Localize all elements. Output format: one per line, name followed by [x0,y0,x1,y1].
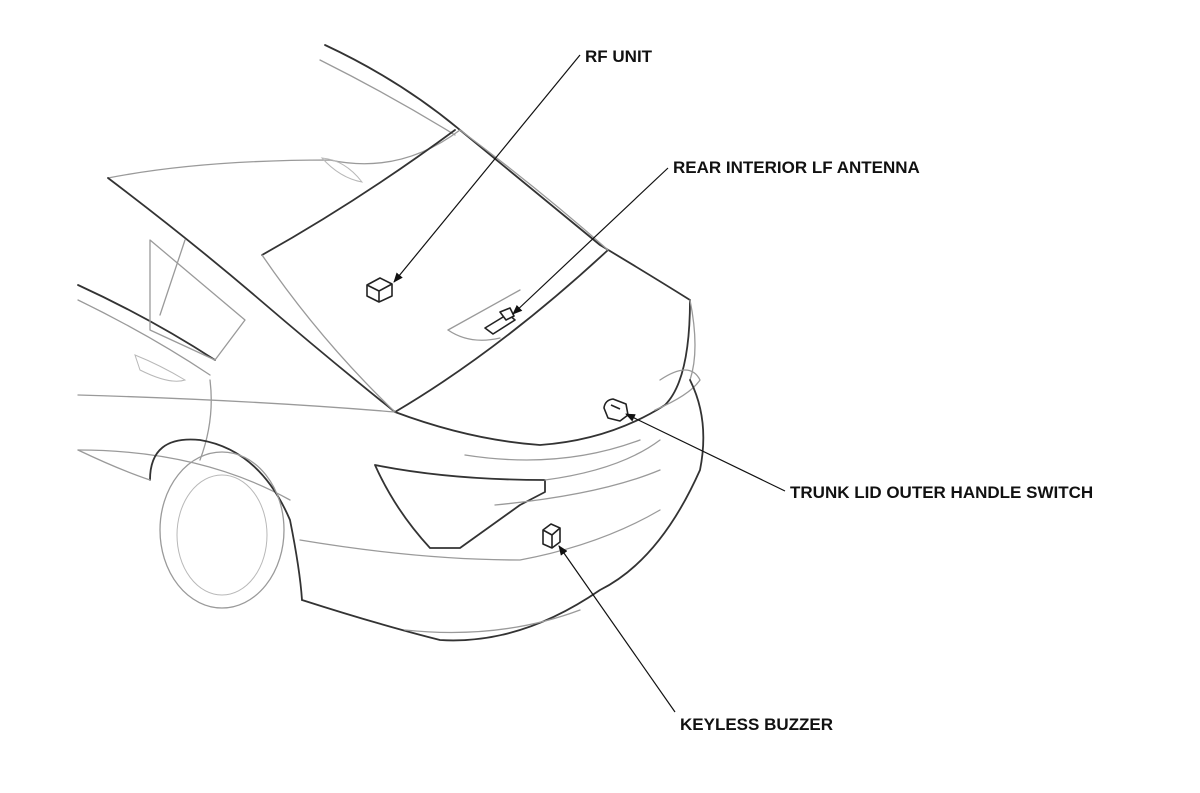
rear-interior-lf-antenna-label: REAR INTERIOR LF ANTENNA [673,158,920,177]
lf-antenna-leader [512,167,669,315]
rear-interior-lf-antenna-part [484,307,516,335]
rf-unit-leader [393,54,581,283]
keyless-buzzer-leader [558,545,676,713]
keyless-buzzer-label: KEYLESS BUZZER [680,715,834,734]
rf-unit-part [366,277,393,303]
rf-unit-label: RF UNIT [585,47,653,66]
trunk-lid-outer-handle-switch-label: TRUNK LID OUTER HANDLE SWITCH [790,483,1094,502]
keyless-buzzer-part [542,523,561,549]
trunk-switch-leader [625,413,786,492]
car-body [77,44,705,642]
trunk-handle-switch-part [603,398,629,422]
